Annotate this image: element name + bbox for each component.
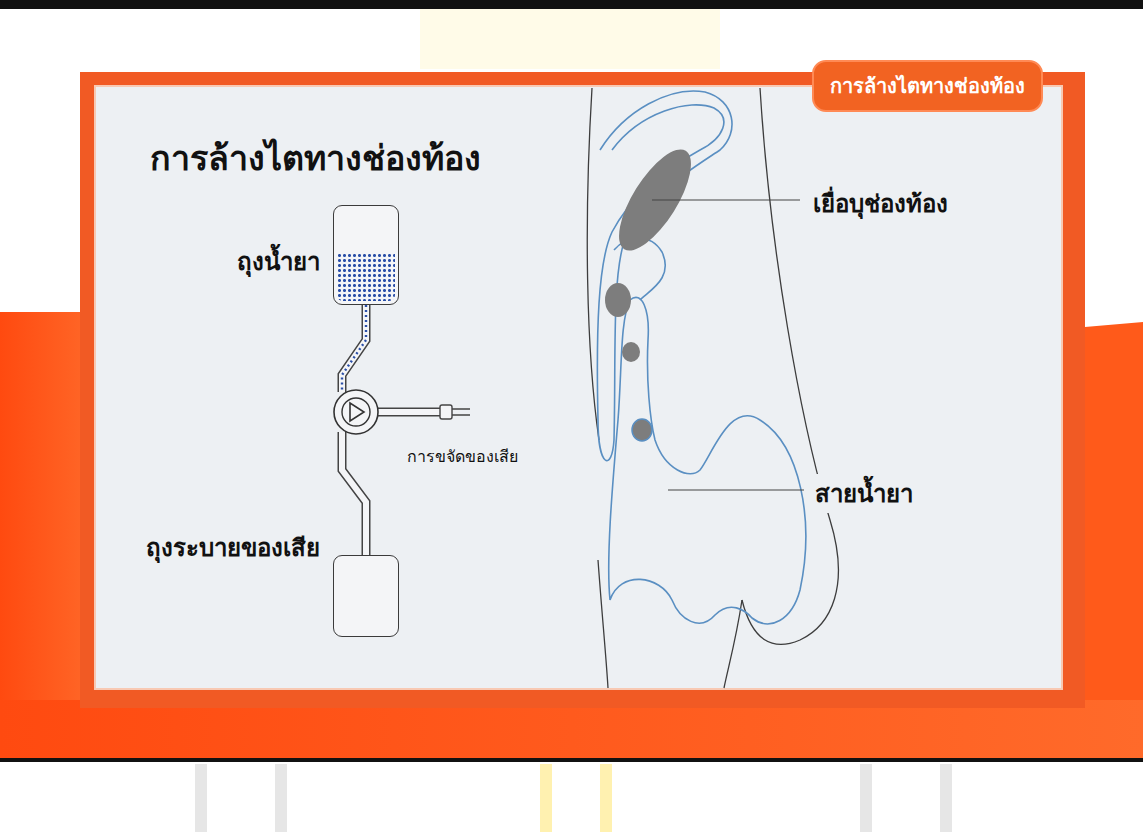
organ (622, 342, 640, 362)
top-bar (0, 0, 1143, 9)
leg-outline (598, 560, 608, 688)
valve-body (334, 390, 378, 434)
cavity-outline (609, 297, 806, 623)
watermark (195, 764, 207, 832)
fluid-bag: ถุงระบายของเสีย (333, 555, 399, 637)
organ (632, 419, 652, 441)
peritoneum-outline (597, 91, 732, 461)
diagram-title: การล้างไตทางช่องท้อง (150, 138, 481, 179)
bag-label: ถุงระบายของเสีย (146, 534, 320, 563)
watermark (600, 764, 612, 832)
drain-tube (376, 405, 470, 419)
tube (376, 409, 440, 415)
panel (95, 86, 1062, 689)
fluid-fill (337, 253, 395, 301)
valve-arrow (350, 403, 364, 421)
leader-lines (652, 200, 804, 490)
fluid-bag: ถุงน้ำยา (333, 205, 399, 305)
panel-frame (80, 72, 1085, 708)
watermark (860, 764, 872, 832)
bag-label: ถุงน้ำยา (237, 248, 320, 277)
part-label: เยื่อบุช่องท้อง (810, 184, 951, 223)
tube-end (452, 409, 470, 415)
tube (376, 408, 440, 417)
valve-ring (342, 398, 370, 426)
valve (334, 390, 378, 434)
back-outline (742, 88, 838, 644)
leader-line (668, 489, 804, 490)
bottom-band (0, 700, 1143, 760)
organs (605, 139, 704, 441)
organ (605, 283, 631, 317)
glow (420, 9, 720, 69)
leg-outline (724, 600, 742, 688)
tube-fluid (342, 305, 366, 392)
part-label: การขจัดของเสีย (407, 444, 518, 469)
bottom-line (0, 758, 1143, 762)
tube-connector (440, 405, 452, 419)
part-label: สายน้ำยา (812, 474, 916, 513)
watermark (275, 764, 287, 832)
watermark (940, 764, 952, 832)
tab-label: การล้างไตทางช่องท้อง (812, 60, 1043, 112)
watermark (540, 764, 552, 832)
leader-line (652, 199, 800, 200)
body-illustration (587, 88, 838, 688)
peritoneum (597, 91, 805, 624)
